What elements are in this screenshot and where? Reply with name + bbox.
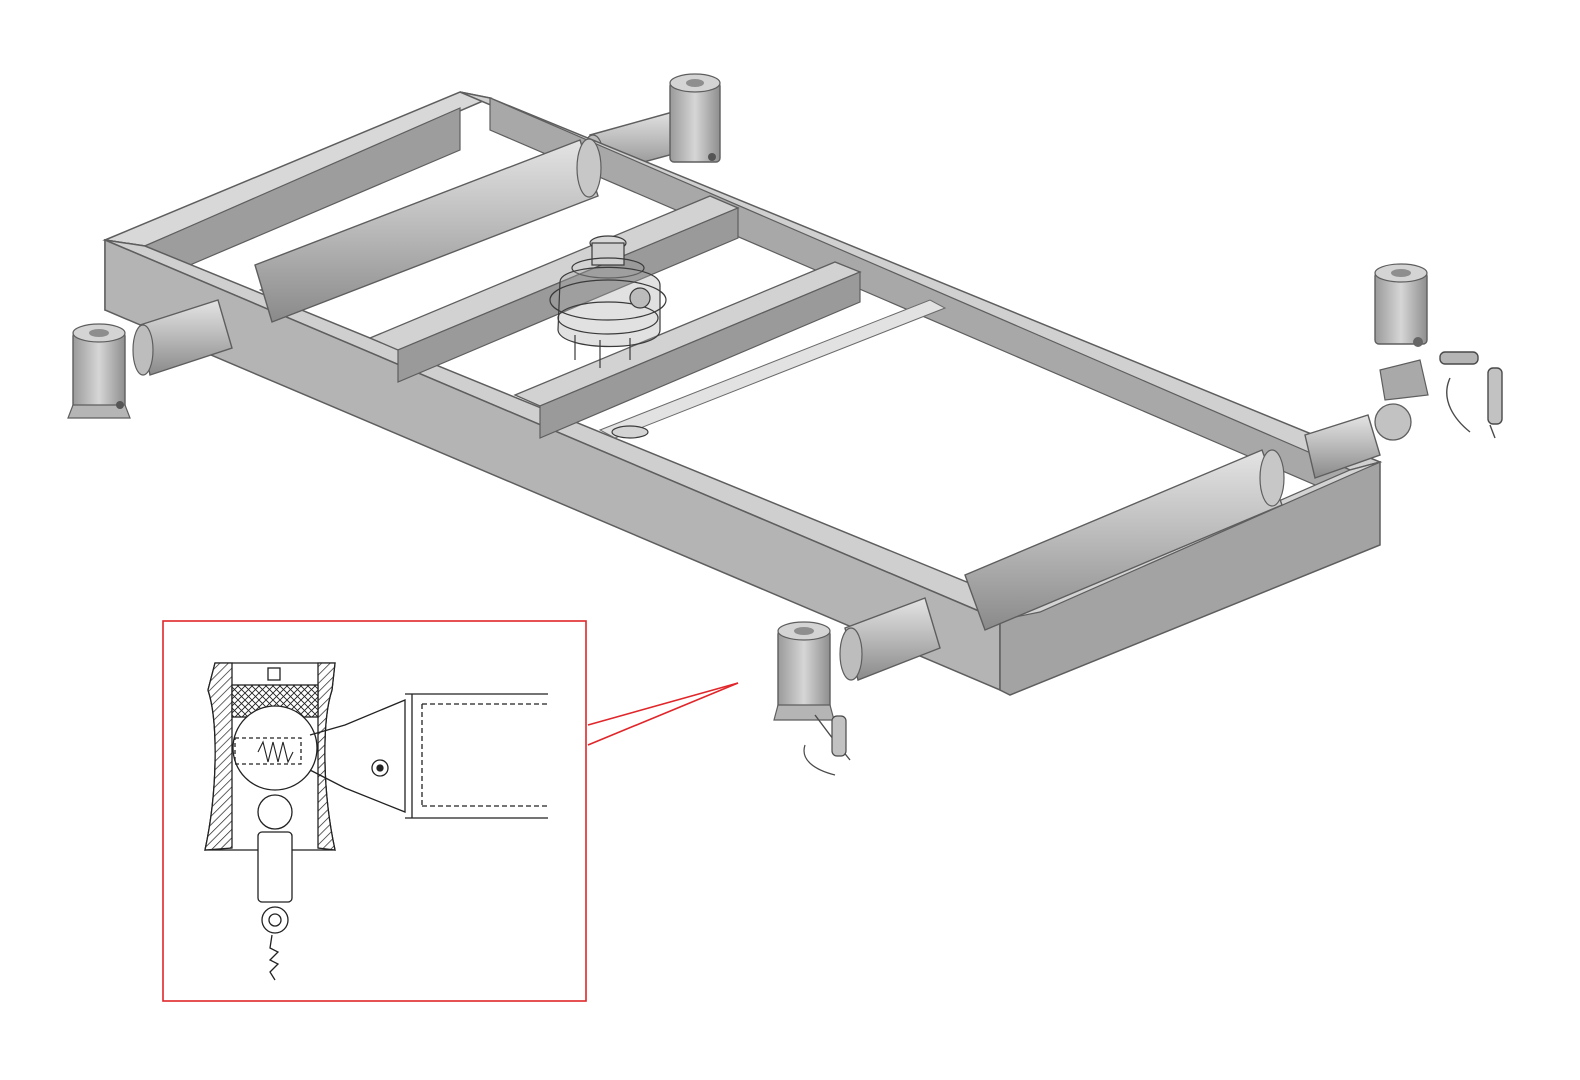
front-left-cross-tube (132, 299, 233, 376)
roller-right (964, 449, 1285, 631)
pin-and-chain-exploded (1439, 351, 1503, 439)
swivel-foot-front-left (67, 323, 131, 419)
roller-left (254, 138, 602, 323)
swivel-foot-front-right (773, 621, 851, 776)
front-right-cross-tube (839, 597, 941, 681)
detail-callout-lines (587, 682, 739, 746)
section-detail-box (162, 620, 587, 1002)
swivel-foot-exploded (1374, 263, 1429, 401)
section-detail-icon (204, 662, 548, 981)
swivel-foot-back (669, 73, 721, 163)
steel-frame (102, 91, 1383, 696)
center-pivot-housing (549, 235, 667, 439)
right-cross-tube (1304, 403, 1412, 479)
